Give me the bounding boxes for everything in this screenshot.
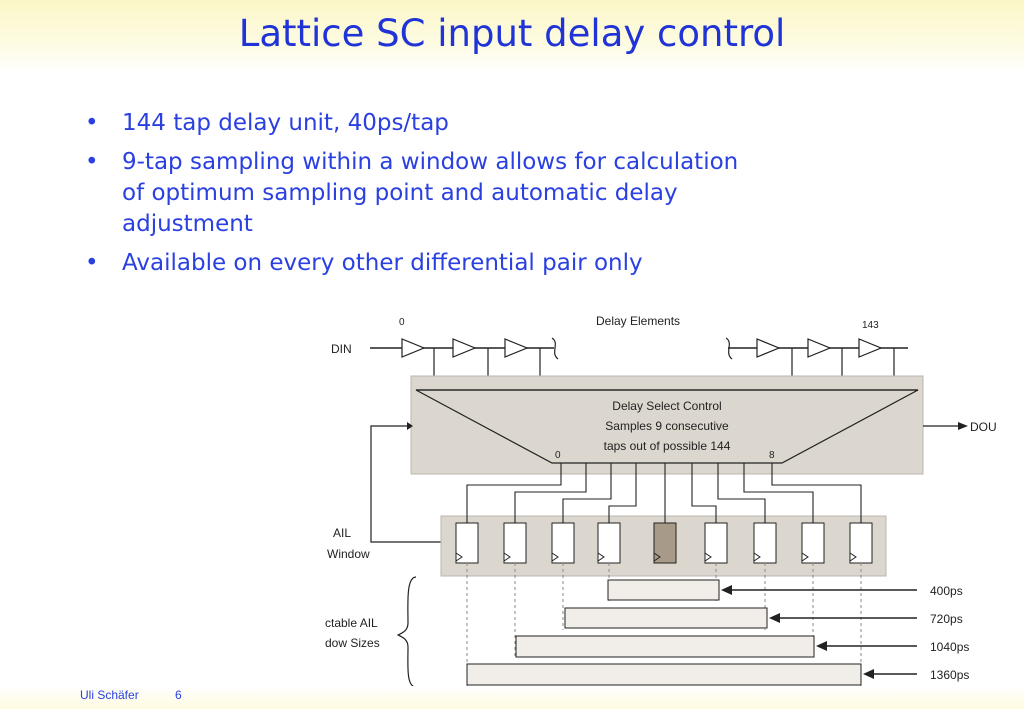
bullet-dot-icon: • <box>85 110 99 136</box>
flip-flop-icon <box>704 522 728 564</box>
sample-routing <box>466 463 862 523</box>
din-label: DIN <box>331 342 352 356</box>
feedback-loop <box>370 425 441 543</box>
bullet-dot-icon: • <box>85 149 99 175</box>
control-title: Delay Select Control <box>612 399 721 413</box>
flip-flop-icon <box>849 522 873 564</box>
window-size-label: 1360ps <box>930 668 969 682</box>
window-size-label: 400ps <box>930 584 963 598</box>
buffer-icon <box>504 338 529 358</box>
feedback-arrow-icon <box>407 422 413 430</box>
bullet-item: • Available on every other differential p… <box>82 248 742 279</box>
buffer-icon <box>756 338 781 358</box>
window-size-label: 1040ps <box>930 640 969 654</box>
window-bar-1040: 1040ps <box>515 635 969 658</box>
bullet-list: • 144 tap delay unit, 40ps/tap • 9-tap sam… <box>82 108 742 287</box>
window-label: Window <box>327 547 370 561</box>
last-tap-label: 143 <box>862 320 879 331</box>
sizes-brace <box>396 576 417 688</box>
flip-flop-icon <box>597 522 621 564</box>
flip-flop-icon <box>801 522 825 564</box>
bullet-text: 9-tap sampling within a window allows fo… <box>122 149 739 237</box>
bullet-text: 144 tap delay unit, 40ps/tap <box>122 110 449 136</box>
page-number: 6 <box>175 688 182 702</box>
window-bar-1360: 1360ps <box>466 663 969 686</box>
bullet-item: • 144 tap delay unit, 40ps/tap <box>82 108 742 139</box>
flip-flop-icon <box>551 522 575 564</box>
buffer-icon <box>858 338 883 358</box>
bullet-text: Available on every other differential pa… <box>122 250 643 276</box>
window-bar-400: 400ps <box>607 579 963 601</box>
sizes-label-1: ctable AIL <box>325 616 378 630</box>
flip-flop-icon <box>455 522 479 564</box>
break-mark-left <box>551 337 559 360</box>
dout-arrow-icon <box>958 422 968 430</box>
dout-label: DOU <box>970 420 997 434</box>
flip-flop-highlight-icon <box>653 522 677 564</box>
flip-flop-icon <box>753 522 777 564</box>
ail-label: AIL <box>333 526 351 540</box>
sample-first-label: 0 <box>555 450 561 461</box>
slide-title: Lattice SC input delay control <box>238 12 786 55</box>
window-bar-720: 720ps <box>564 607 963 629</box>
sample-last-label: 8 <box>769 450 775 461</box>
buffer-icon <box>452 338 477 358</box>
footer-author: Uli Schäfer <box>80 688 139 702</box>
bullet-item: • 9-tap sampling within a window allows f… <box>82 147 742 240</box>
delay-elements-label: Delay Elements <box>596 314 680 328</box>
control-line-2: Samples 9 consecutive <box>605 419 729 433</box>
delay-diagram: DIN 0 Delay Elements 143 Delay Select Co… <box>324 305 1002 690</box>
first-tap-label: 0 <box>399 317 405 328</box>
footer-band <box>0 686 1024 709</box>
control-line-3: taps out of possible 144 <box>604 439 731 453</box>
sizes-label-2: dow Sizes <box>325 636 380 650</box>
window-size-label: 720ps <box>930 612 963 626</box>
buffer-icon <box>807 338 832 358</box>
flip-flop-icon <box>503 522 527 564</box>
title-band <box>0 0 1024 74</box>
bullet-dot-icon: • <box>85 250 99 276</box>
buffer-icon <box>401 338 426 358</box>
delay-diagram-svg: DIN 0 Delay Elements 143 Delay Select Co… <box>325 314 997 688</box>
